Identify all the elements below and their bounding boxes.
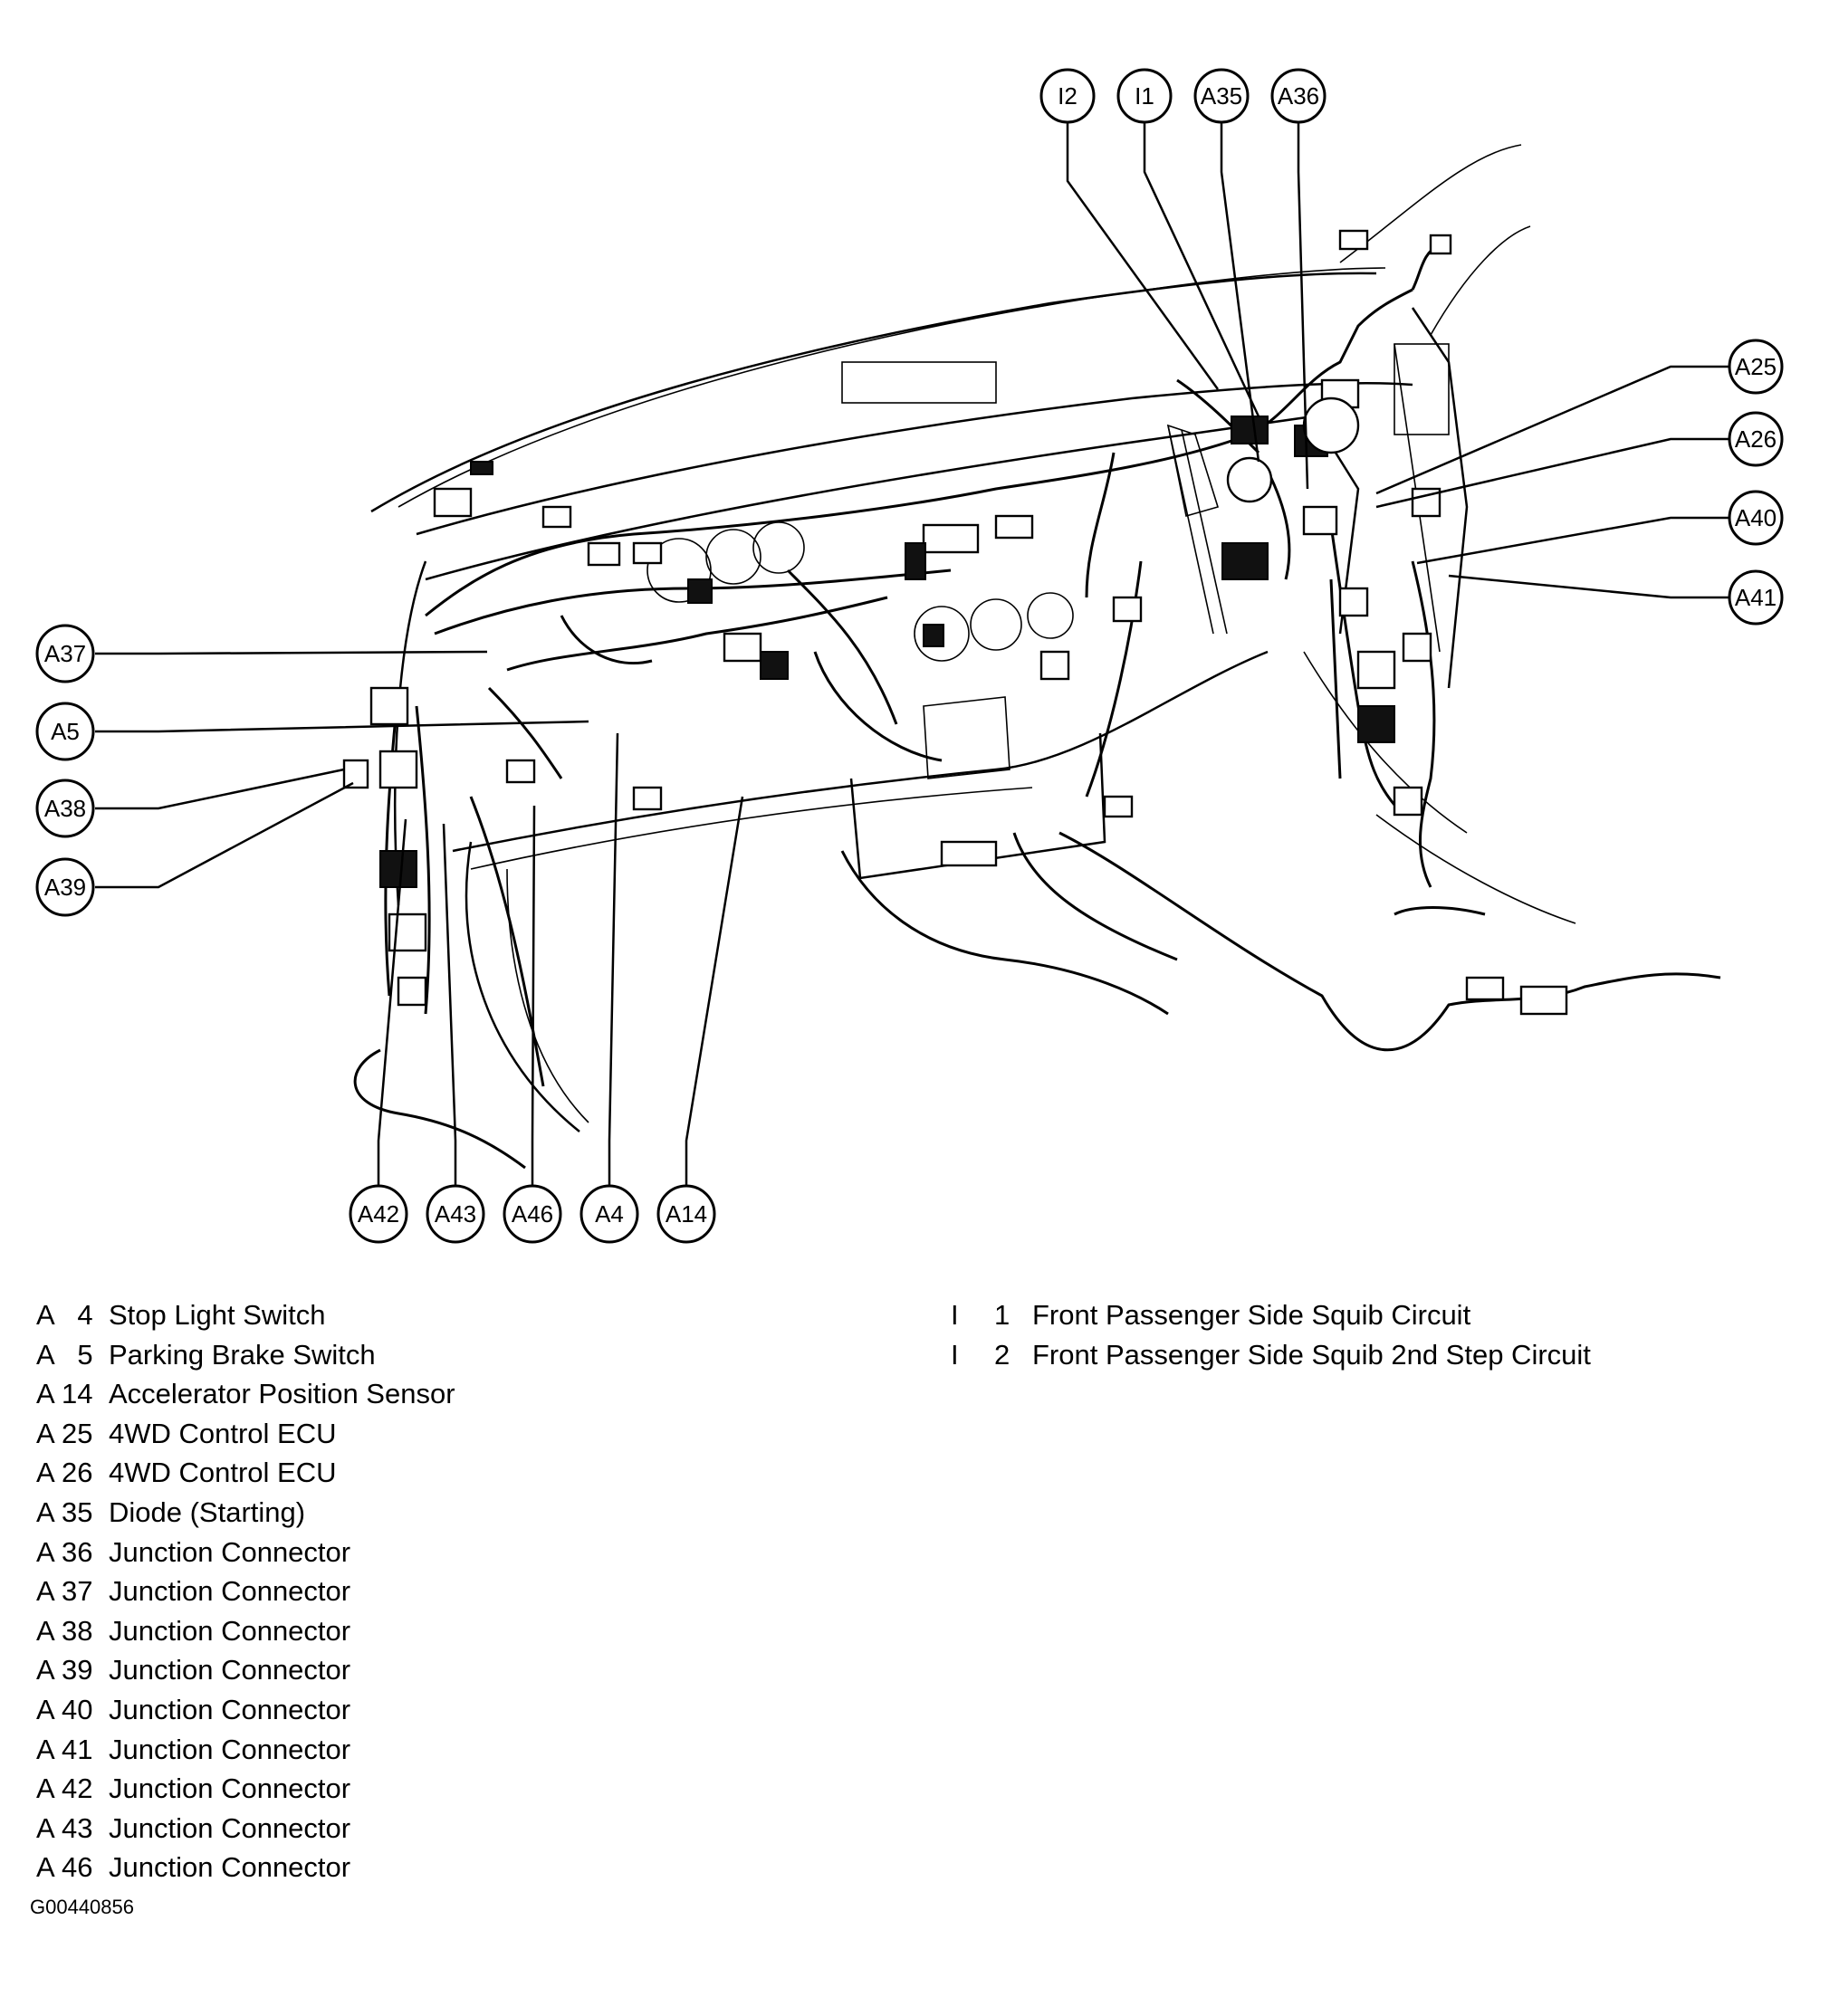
callout-I1: I1	[1116, 68, 1173, 124]
svg-text:A43: A43	[435, 1200, 476, 1228]
callout-A40: A40	[1728, 490, 1784, 546]
callout-A35: A35	[1193, 68, 1250, 124]
callout-A5: A5	[35, 702, 95, 761]
callouts: I2 I1 A35 A36 A25 A26 A40 A41	[35, 68, 1784, 1244]
callout-A37: A37	[35, 624, 95, 683]
callout-A41: A41	[1728, 569, 1784, 626]
figure-id: G00440856	[30, 1896, 134, 1918]
callout-A38: A38	[35, 779, 95, 838]
callout-A43: A43	[426, 1184, 485, 1244]
svg-text:A37: A37	[44, 640, 86, 667]
wire-harness	[353, 243, 1721, 1170]
svg-text:A42: A42	[358, 1200, 399, 1228]
callout-A25: A25	[1728, 339, 1784, 395]
callout-I2: I2	[1039, 68, 1096, 124]
callout-A46: A46	[503, 1184, 562, 1244]
svg-text:A5: A5	[51, 718, 80, 745]
callout-A4: A4	[579, 1184, 639, 1244]
leader-lines	[95, 119, 1729, 1207]
svg-text:A39: A39	[44, 874, 86, 901]
callout-A39: A39	[35, 857, 95, 917]
svg-text:A46: A46	[512, 1200, 553, 1228]
instrument-panel-drawing	[370, 144, 1576, 1132]
svg-text:A40: A40	[1735, 504, 1777, 531]
svg-text:I2: I2	[1058, 82, 1078, 110]
svg-text:A4: A4	[595, 1200, 624, 1228]
callout-A36: A36	[1270, 68, 1327, 124]
wiring-location-diagram: I2 I1 A35 A36 A25 A26 A40 A41	[35, 68, 1784, 1244]
svg-text:A25: A25	[1735, 353, 1777, 380]
svg-text:A14: A14	[666, 1200, 707, 1228]
svg-text:A41: A41	[1735, 584, 1777, 611]
svg-text:A38: A38	[44, 795, 86, 822]
callout-A14: A14	[656, 1184, 716, 1244]
svg-text:A26: A26	[1735, 425, 1777, 453]
connectors	[342, 229, 1568, 1016]
callout-A42: A42	[349, 1184, 408, 1244]
svg-text:A35: A35	[1201, 82, 1242, 110]
callout-A26: A26	[1728, 411, 1784, 467]
svg-text:A36: A36	[1278, 82, 1319, 110]
svg-text:I1: I1	[1135, 82, 1154, 110]
